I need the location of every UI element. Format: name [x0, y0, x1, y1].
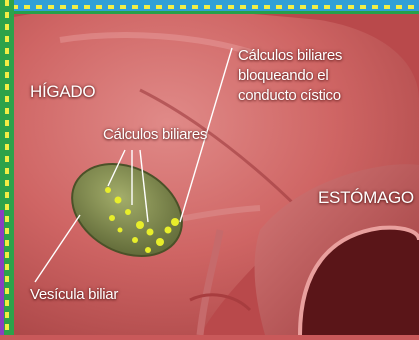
gallstone	[118, 228, 123, 233]
gallstone	[109, 215, 115, 221]
gallstone	[156, 238, 164, 246]
gallstone	[136, 221, 144, 229]
left-border-purple-strip	[0, 210, 4, 335]
gallstone	[125, 209, 131, 215]
liver-label: HÍGADO	[30, 82, 95, 102]
stomach-label: ESTÓMAGO	[318, 188, 414, 208]
gallstone	[147, 229, 154, 236]
gallstone	[171, 218, 179, 226]
decorative-left-border	[0, 0, 14, 335]
gallbladder-label: Vesícula biliar	[30, 286, 118, 303]
gallstone	[165, 227, 172, 234]
gallstone	[132, 237, 138, 243]
left-border-dashes	[5, 0, 9, 335]
gallstone	[145, 247, 151, 253]
top-border-green-strip	[0, 11, 419, 14]
gallstone	[115, 197, 122, 204]
gallstones-blocking-label: Cálculos biliares bloqueando el conducto…	[238, 46, 342, 106]
top-border-dashes	[0, 5, 419, 9]
gallstone	[105, 187, 111, 193]
decorative-top-border	[0, 0, 419, 14]
gallstones-label: Cálculos biliares	[103, 126, 207, 143]
